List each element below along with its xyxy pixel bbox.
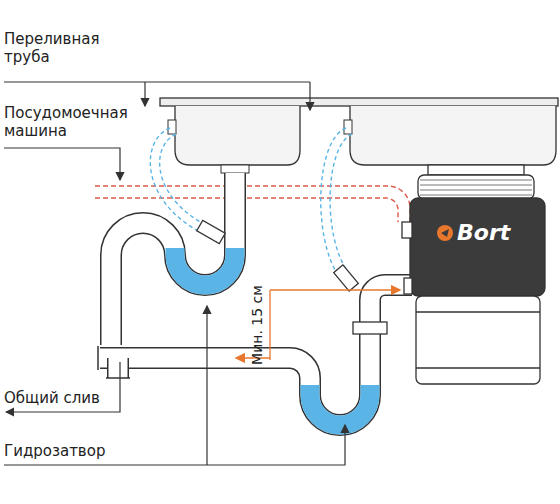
collar-rib — [420, 190, 532, 191]
collar-rib — [420, 180, 532, 181]
dimension-label: Мин. 15 см — [248, 285, 266, 365]
collar-rib — [420, 185, 532, 186]
drain-label: Общий слив — [4, 389, 100, 407]
trap-label: Гидрозатвор — [4, 442, 105, 460]
collar-rib — [420, 195, 532, 196]
brand-logo: Bort — [457, 221, 510, 245]
dishwasher-label: Посудомоечная машина — [4, 104, 134, 140]
overflow-label: Переливная труба — [4, 30, 119, 66]
